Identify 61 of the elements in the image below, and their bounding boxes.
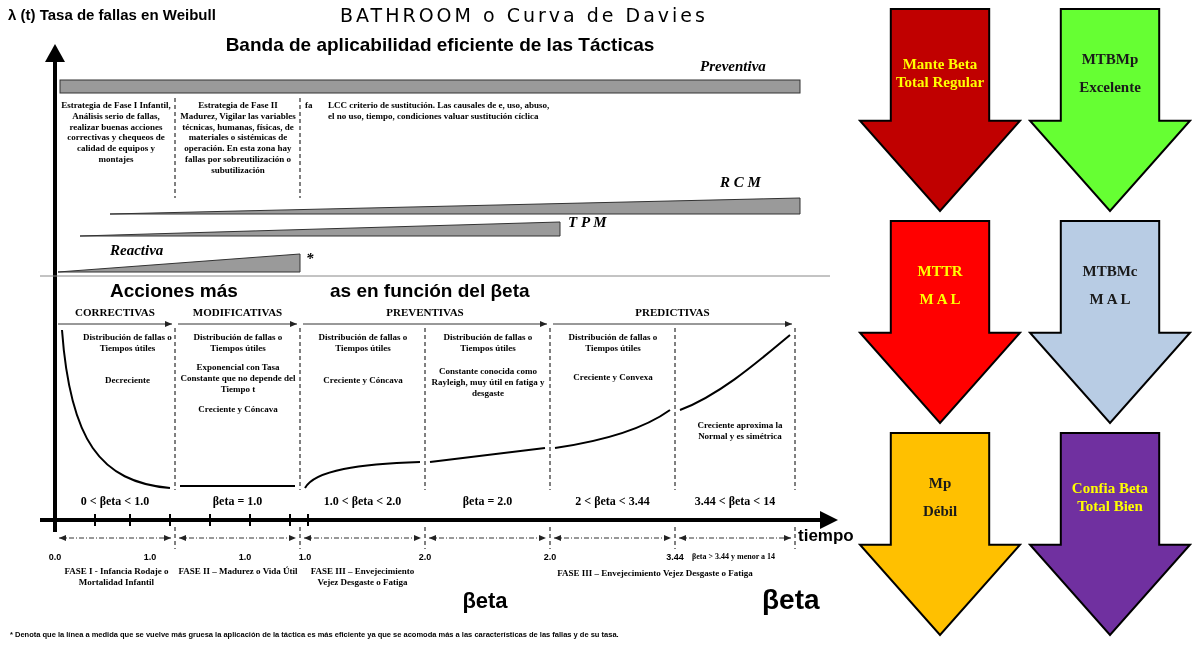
- tactic-label: T P M: [568, 214, 608, 231]
- beta-range: 3.44 < βeta < 14: [693, 494, 777, 509]
- strategy-text: Estrategia de Fase II Madurez, Vigilar las variables técnicas, humanas, físicas, de materiales o sistémicas de operación. En esta zona hay fallas por sobreutilización o subutilización: [180, 100, 296, 176]
- column-text: Constante conocida como Rayleigh, muy útil en fatiga y desgaste: [430, 366, 546, 399]
- arrow-label: MTTR: [917, 263, 963, 281]
- axis-title: λ (t) Tasa de fallas en Weibull: [8, 6, 217, 23]
- column-heading: MODIFICATIVAS: [191, 306, 284, 318]
- strategy-text: fa: [305, 100, 314, 111]
- arrow-label: M A L: [1089, 290, 1131, 308]
- tick-label: 2.0: [542, 552, 558, 562]
- axis-label: tiempo: [798, 526, 854, 546]
- column-heading: PREDICTIVAS: [634, 306, 711, 318]
- tactic-label: Preventiva: [700, 58, 767, 75]
- tick-label: 1.0: [142, 552, 158, 562]
- title: BATHROOM o Curva de Davies: [340, 4, 709, 26]
- column-text: Distribución de fallas o Tiempos útiles: [82, 332, 173, 354]
- beta-range: βeta = 1.0: [211, 494, 264, 509]
- phase-label: FASE III – Envejecimiento Vejez Desgaste o Fatiga: [556, 568, 754, 579]
- phase-label: FASE II – Madurez o Vida Útil: [178, 566, 298, 577]
- arrow-label: MTBMc: [1082, 263, 1138, 281]
- arrow-label: Confia Beta Total Bien: [1070, 480, 1150, 515]
- column-text: Exponencial con Tasa Constante que no depende del Tiempo t: [179, 362, 297, 395]
- beta-range: 1.0 < βeta < 2.0: [322, 494, 403, 509]
- column-text: Creciente y Cóncava: [197, 404, 279, 415]
- column-heading: CORRECTIVAS: [74, 306, 156, 318]
- tick-label: 1.0: [237, 552, 253, 562]
- arrow-label: Mante Beta Total Regular: [894, 56, 986, 91]
- beta-range: βeta = 2.0: [461, 494, 514, 509]
- arrow-label: Excelente: [1079, 78, 1141, 96]
- column-heading: PREVENTIVAS: [385, 306, 465, 318]
- column-text: Creciente aproxima la Normal y es simétrica: [696, 420, 784, 442]
- arrow-label: Mp: [928, 475, 952, 493]
- arrow-label: MTBMp: [1081, 51, 1139, 69]
- column-text: Distribución de fallas o Tiempos útiles: [192, 332, 284, 354]
- section-heading: Acciones más: [110, 280, 239, 302]
- tick-label: 1.0: [297, 552, 313, 562]
- phase-label: FASE I - Infancia Rodaje o Mortalidad Infantil: [63, 566, 170, 588]
- column-text: Distribución de fallas o Tiempos útiles: [567, 332, 659, 354]
- column-text: Decreciente: [104, 375, 151, 386]
- strategy-text: Estrategia de Fase I Infantil, Análisis serio de fallas, realizar buenas acciones correctivas y chequeos de calidad de equipos y montajes: [60, 100, 172, 165]
- column-text: Creciente y Convexa: [572, 372, 654, 383]
- beta-range: 0 < βeta < 1.0: [79, 494, 151, 509]
- footnote-mark: *: [306, 250, 315, 267]
- axis-label: βeta: [461, 588, 509, 614]
- section-heading: Banda de aplicabilidad eficiente de las Tácticas: [224, 34, 656, 56]
- tick-label: 0.0: [47, 552, 63, 562]
- axis-label: βeta: [762, 584, 821, 616]
- column-text: Distribución de fallas o Tiempos útiles: [317, 332, 409, 354]
- strategy-text: LCC criterio de sustitución. Las causales de e, uso, abuso, el no uso, tiempo, condiciones valuar sustitución cíclica: [328, 100, 551, 122]
- arrow-label: Débil: [922, 502, 958, 520]
- phase-label: FASE III – Envejecimiento Vejez Desgaste o Fatiga: [309, 566, 416, 588]
- arrow-label: M A L: [919, 290, 961, 308]
- tick-label: βeta > 3.44 y menor a 14: [692, 552, 777, 561]
- tick-label: 3.44: [665, 552, 685, 562]
- column-text: Distribución de fallas o Tiempos útiles: [442, 332, 534, 354]
- tactic-label: R C M: [720, 174, 762, 191]
- column-text: Creciente y Cóncava: [322, 375, 404, 386]
- beta-range: 2 < βeta < 3.44: [574, 494, 651, 509]
- tick-label: 2.0: [417, 552, 433, 562]
- tactic-label: Reactiva: [110, 242, 165, 259]
- section-heading: as en función del βeta: [330, 280, 531, 302]
